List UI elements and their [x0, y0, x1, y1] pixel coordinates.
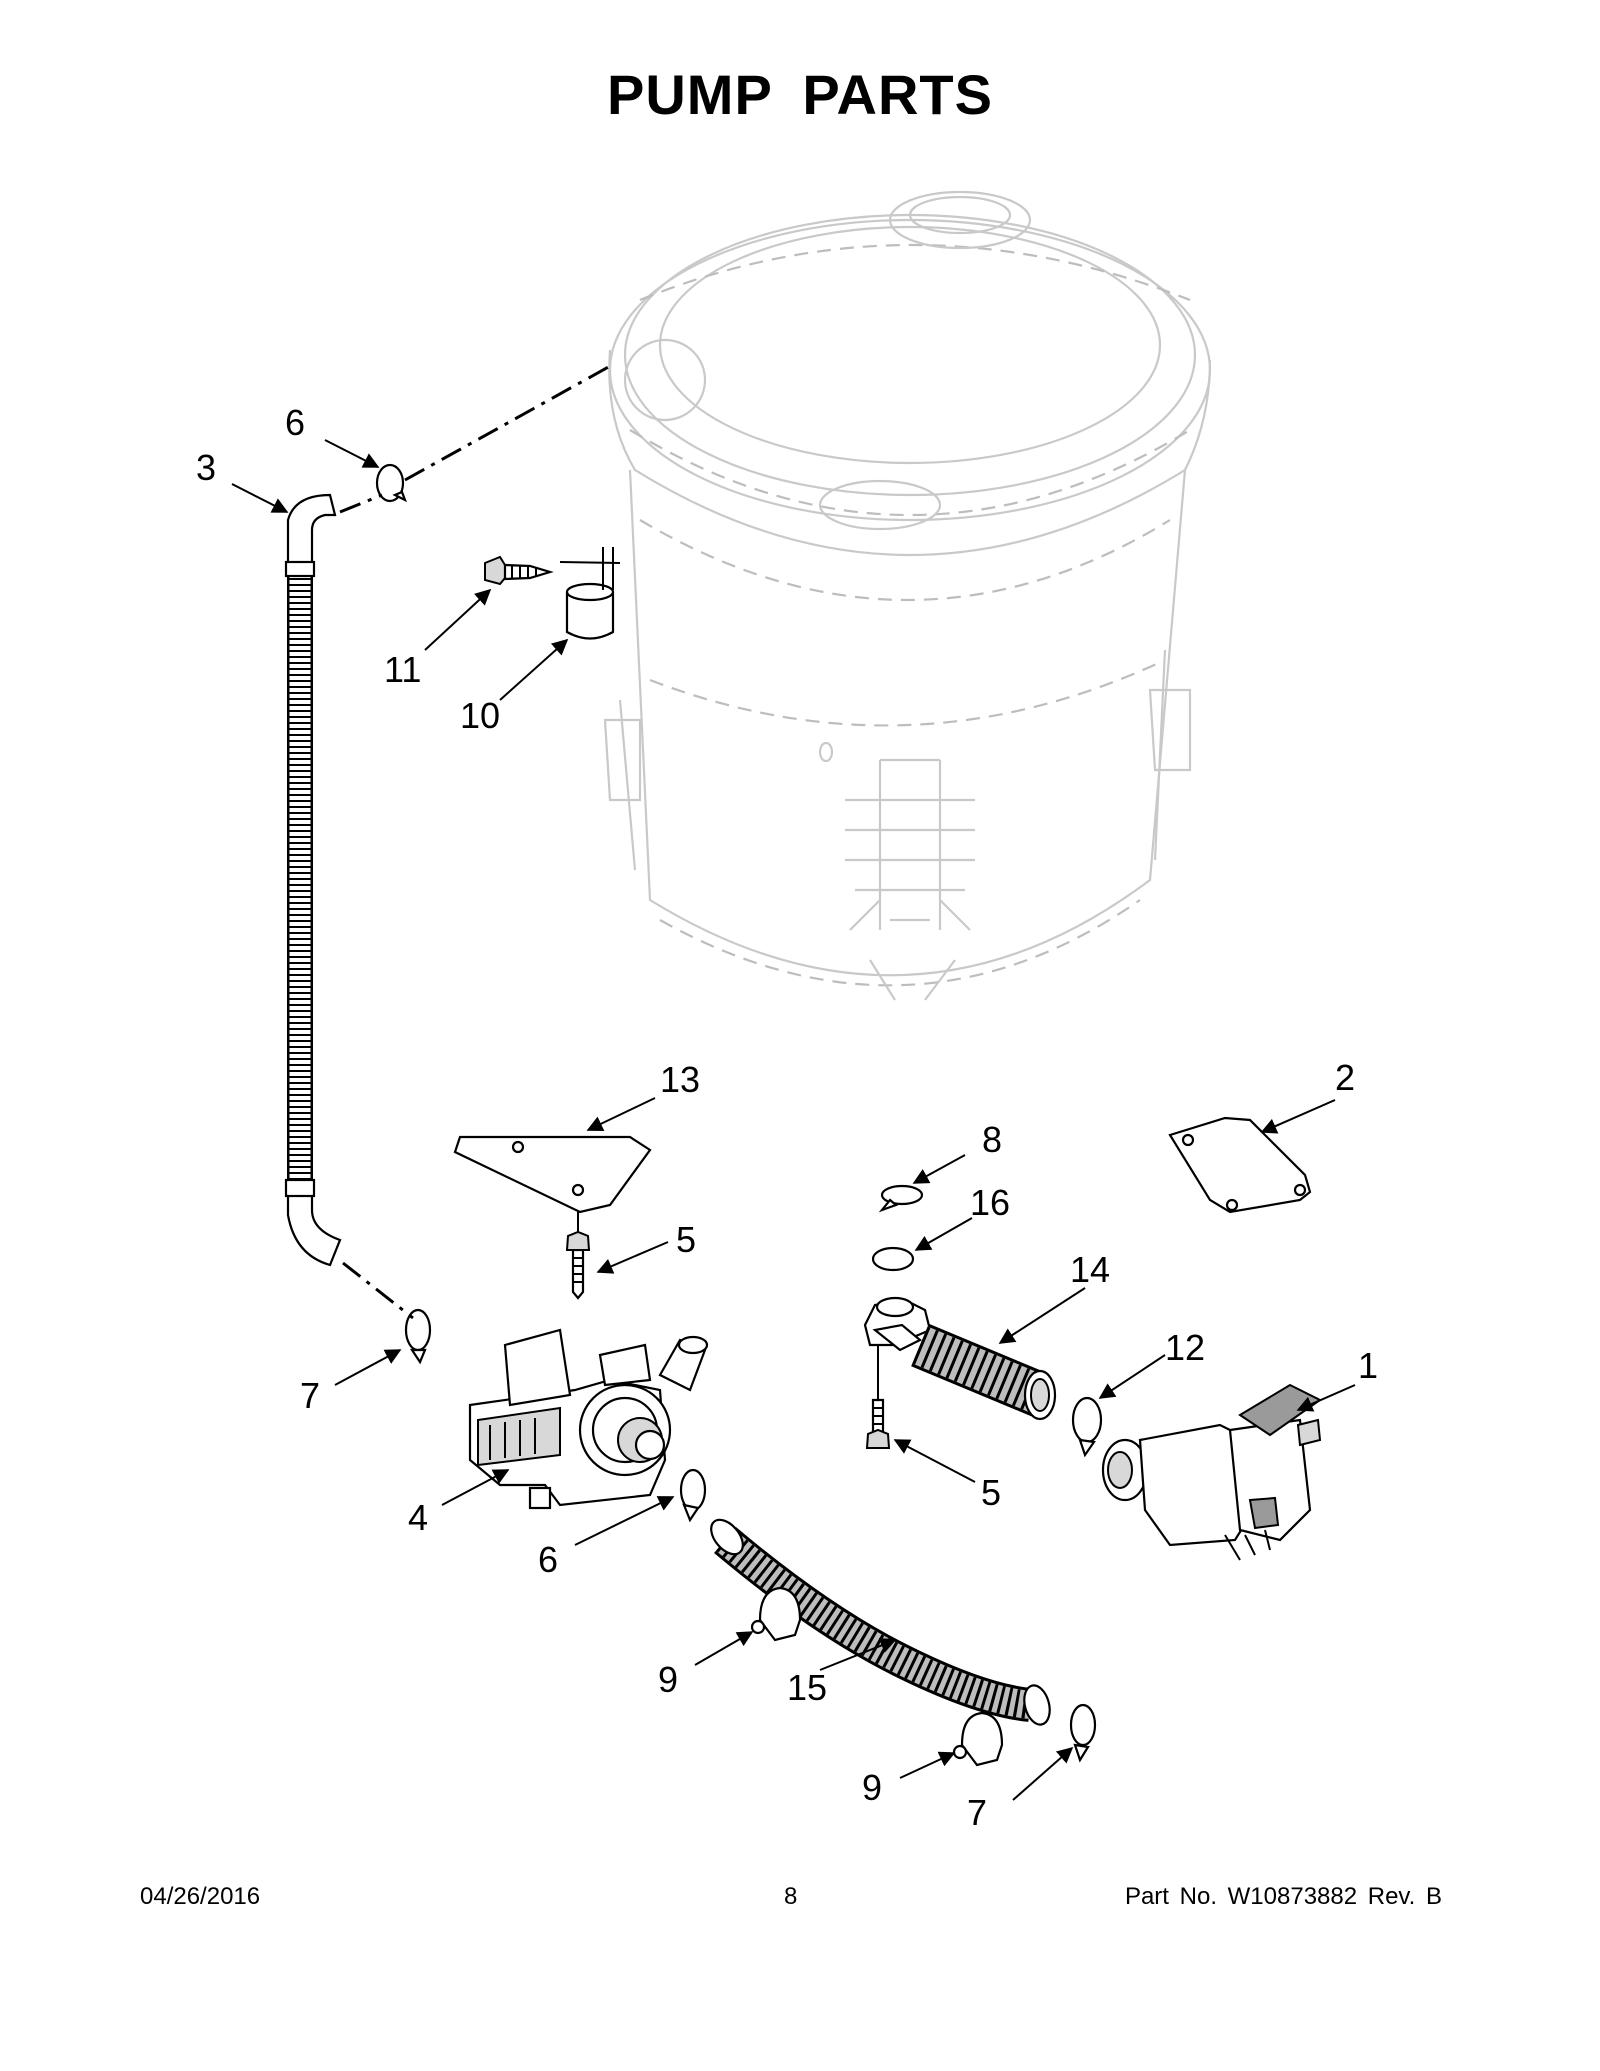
callout-3: 3 — [196, 447, 216, 488]
hose-clip-lower — [952, 1711, 1004, 1767]
hose-clip-upper — [750, 1586, 802, 1642]
footer-part-number: Part No. W10873882 Rev. B — [1124, 1883, 1442, 1910]
callout-12: 12 — [1165, 1327, 1205, 1368]
callout-4: 4 — [408, 1497, 428, 1538]
callout-numbers: 1 2 3 4 5 5 6 6 7 7 8 9 9 10 11 12 13 14… — [196, 402, 1378, 1833]
hose-clamp-bottom — [1069, 1703, 1097, 1763]
callout-7a: 7 — [300, 1375, 320, 1416]
callout-5b: 5 — [981, 1472, 1001, 1513]
gasket-part-13 — [453, 1135, 652, 1214]
callout-5a: 5 — [676, 1219, 696, 1260]
screw-part-11 — [484, 555, 554, 586]
callout-7b: 7 — [967, 1792, 987, 1833]
hose-clamp-part-8 — [878, 1184, 924, 1213]
pump-hose-part — [710, 1518, 1051, 1726]
screw-part-5-left — [565, 1230, 591, 1300]
hose-clamp-top — [375, 463, 408, 503]
hose-clamp-lower — [679, 1468, 707, 1523]
callout-1: 1 — [1358, 1345, 1378, 1386]
drain-pump-part — [468, 1328, 709, 1510]
callout-6a: 6 — [285, 402, 305, 443]
hose-clamp-left — [404, 1308, 432, 1365]
callout-6b: 6 — [538, 1539, 558, 1580]
outer-tub — [603, 190, 1212, 1001]
callout-9a: 9 — [658, 1659, 678, 1700]
callout-16: 16 — [970, 1182, 1010, 1223]
page-title: PUMP PARTS — [607, 63, 993, 126]
callout-11: 11 — [384, 649, 421, 690]
callout-2: 2 — [1335, 1057, 1355, 1098]
footer-page-number: 8 — [784, 1883, 798, 1910]
assembly-lines — [339, 363, 879, 1400]
pump-motor-part — [1101, 1383, 1322, 1561]
callout-14: 14 — [1070, 1249, 1110, 1290]
cap-part-10 — [565, 582, 615, 640]
leader-arrows — [231, 439, 1356, 1801]
hose-clamp-part-12 — [1071, 1396, 1103, 1458]
callout-9b: 9 — [862, 1767, 882, 1808]
o-ring-part-16 — [871, 1246, 915, 1272]
drain-hose-part — [284, 493, 342, 1267]
screw-part-5-right — [865, 1398, 891, 1449]
callout-8: 8 — [982, 1119, 1002, 1160]
callout-15: 15 — [787, 1667, 827, 1708]
callout-13: 13 — [660, 1059, 700, 1100]
gasket-part-2 — [1168, 1116, 1312, 1214]
callout-10: 10 — [460, 695, 500, 736]
footer-date: 04/26/2016 — [140, 1883, 261, 1910]
sump-hose-part — [863, 1296, 1057, 1421]
